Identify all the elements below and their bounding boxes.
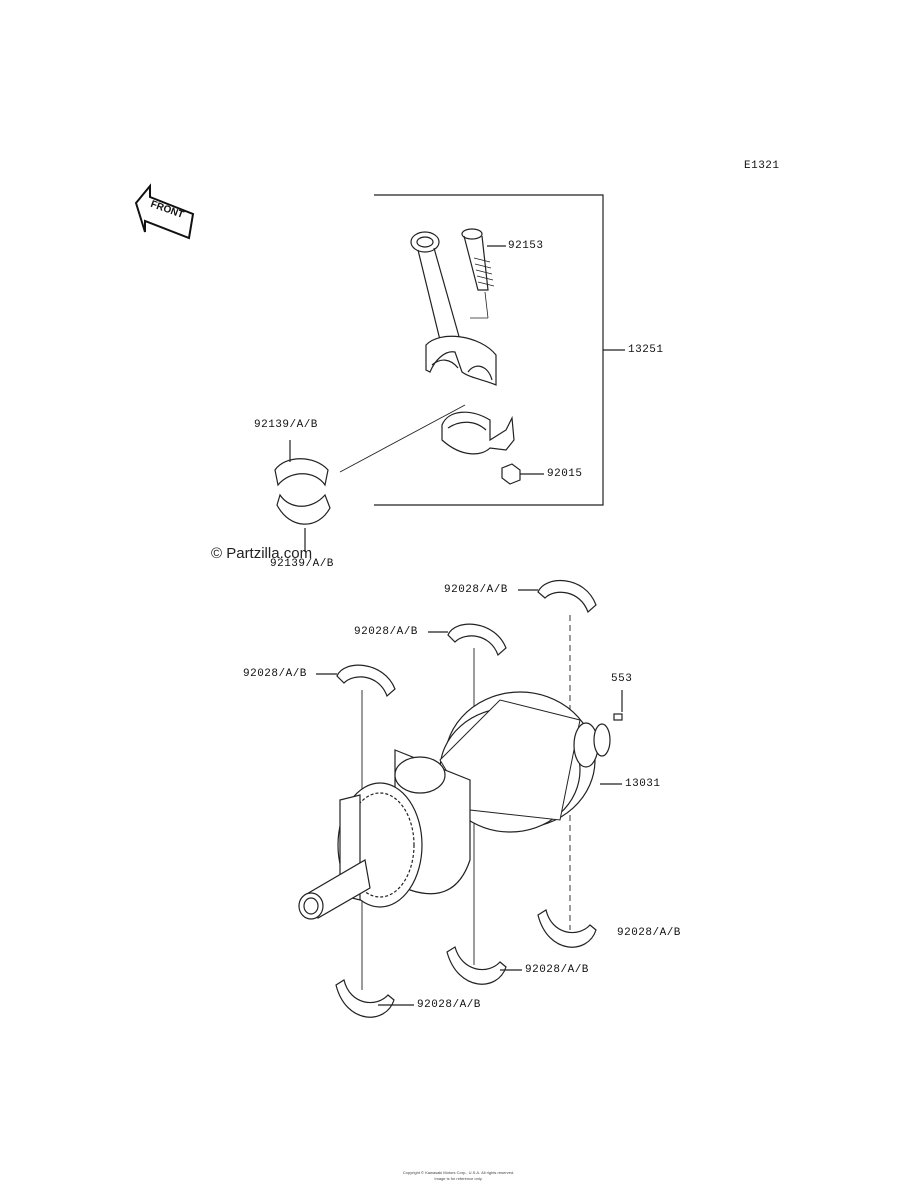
label-main-bearing-top-mid[interactable]: 92028/A/B [354, 626, 418, 638]
footer-line-2: Image is for reference only. [434, 1176, 483, 1181]
conrod-bearing-lower [276, 493, 331, 552]
watermark: © Partzilla.com [211, 545, 313, 562]
footer-line-1: Copyright © Kawasaki Motors Corp., U.S.A… [402, 1170, 515, 1175]
label-conrod-bolt[interactable]: 92153 [508, 240, 544, 252]
label-main-bearing-top-right[interactable]: 92028/A/B [444, 584, 508, 596]
label-conrod-assy[interactable]: 13251 [628, 344, 664, 356]
label-conrod-nut[interactable]: 92015 [547, 468, 583, 480]
main-bearing-bot-mid [446, 946, 522, 985]
label-main-bearing-bot-left[interactable]: 92028/A/B [417, 999, 481, 1011]
conrod-nut [501, 463, 544, 485]
crankshaft [298, 690, 623, 920]
label-main-bearing-bot-mid[interactable]: 92028/A/B [525, 964, 589, 976]
conrod-group-bracket [374, 194, 625, 506]
label-key[interactable]: 553 [611, 673, 633, 685]
label-conrod-bearing-upper[interactable]: 92139/A/B [254, 419, 318, 431]
conrod-bolt [461, 228, 506, 319]
label-main-bearing-top-left[interactable]: 92028/A/B [243, 668, 307, 680]
front-arrow-icon: FRONT [134, 183, 195, 240]
label-main-bearing-bot-right[interactable]: 92028/A/B [617, 927, 681, 939]
conrod-cap [339, 404, 515, 473]
label-conrod-bearing-lower[interactable]: 92139/A/B [270, 558, 334, 570]
main-bearing-bot-right [537, 909, 597, 948]
main-bearing-bot-left [335, 979, 414, 1018]
connecting-rod [410, 231, 497, 386]
main-bearing-top-right [518, 579, 597, 930]
diagram-code: E1321 [744, 160, 780, 172]
label-crankshaft[interactable]: 13031 [625, 778, 661, 790]
conrod-bearing-upper [274, 440, 329, 487]
